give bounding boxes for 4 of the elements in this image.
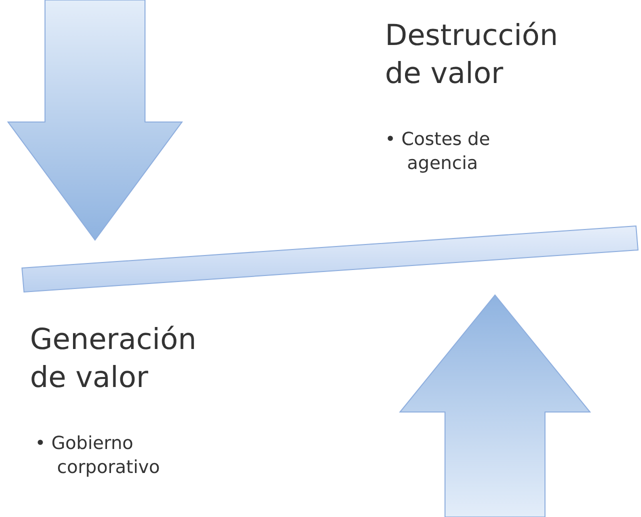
bullet-text: • Costes de agencia: [385, 128, 492, 176]
heading: Generación de valor: [30, 321, 198, 396]
heading: Destrucción de valor: [385, 17, 560, 92]
bullet-text: • Gobierno corporativo: [35, 432, 161, 480]
